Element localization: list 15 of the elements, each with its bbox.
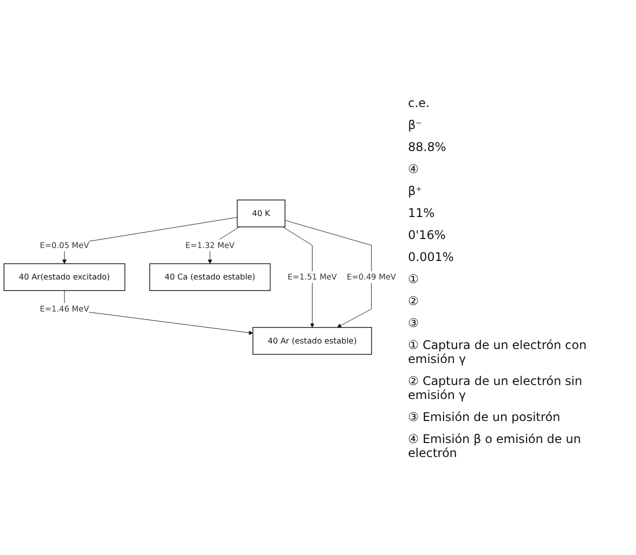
note-text: β⁺: [408, 184, 423, 198]
note-text: β⁻: [408, 118, 423, 132]
note-text: ③ Emisión de un positrón: [408, 410, 562, 424]
note-text: ④ Emisión β o emisión de un electrón: [408, 432, 582, 460]
note-text: ③: [408, 316, 420, 330]
note-text: ①: [408, 272, 420, 286]
note-text: ④: [408, 162, 420, 176]
note-text: 0'16%: [408, 228, 447, 242]
note-text: 11%: [408, 206, 436, 220]
note-text: ②: [408, 294, 420, 308]
note-text: ① Captura de un electrón con emisión γ: [408, 338, 588, 366]
note-text: 0.001%: [408, 250, 455, 264]
note-text: c.e.: [408, 96, 431, 110]
note-text: 88.8%: [408, 140, 448, 154]
note-text: ② Captura de un electrón sin emisión γ: [408, 374, 584, 402]
